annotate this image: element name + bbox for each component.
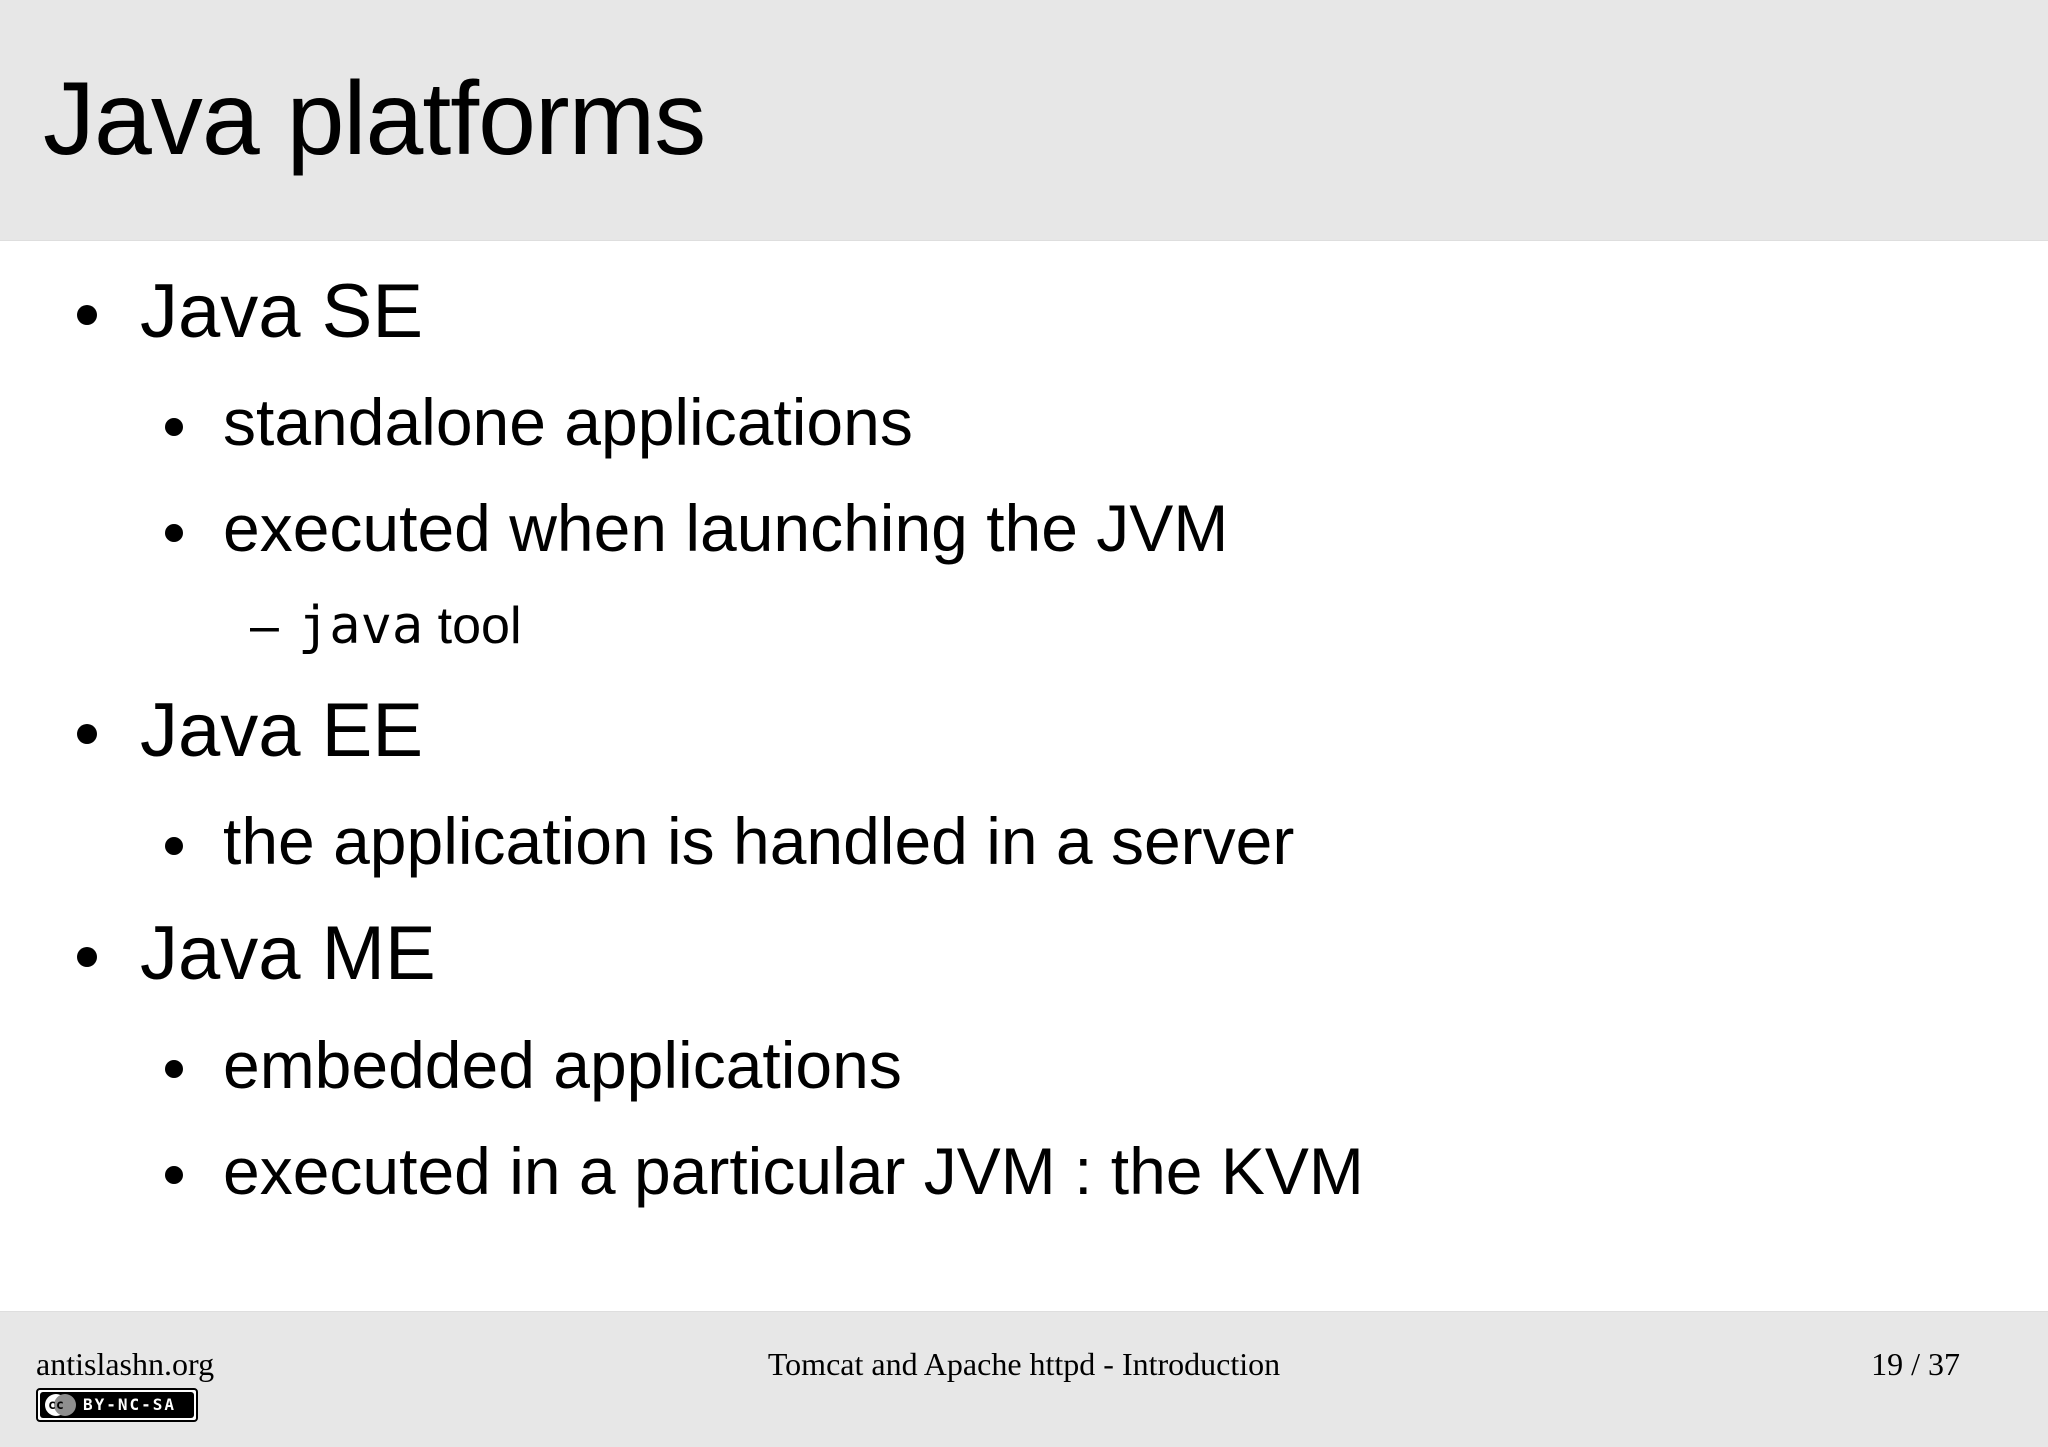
bullet-marker-icon [165, 804, 223, 880]
bullet-dot-icon [77, 305, 97, 326]
bullet-item: Java EE [0, 687, 2048, 774]
bullet-item: the application is handled in a server [0, 804, 2048, 880]
bullet-marker-icon [165, 1028, 223, 1104]
bullet-marker-icon [77, 910, 140, 997]
bullet-marker-icon [165, 385, 223, 461]
bullet-item: embedded applications [0, 1028, 2048, 1104]
slide-footer-band: antislashn.org Tomcat and Apache httpd -… [0, 1311, 2048, 1447]
bullet-dot-icon [77, 947, 97, 968]
bullet-text: executed when launching the JVM [223, 491, 1229, 566]
bullet-dot-icon [77, 724, 97, 745]
bullet-dot-icon [165, 836, 183, 855]
cc-logo-icon: cc [45, 1394, 76, 1416]
bullet-text: java tool [298, 596, 522, 657]
bullet-dot-icon [165, 523, 183, 542]
bullet-text: standalone applications [223, 385, 913, 460]
bullet-text: Java EE [140, 687, 424, 773]
bullet-marker-icon [165, 1134, 223, 1210]
cc-license-badge-inner: cc BY-NC-SA [40, 1392, 194, 1418]
bullet-dot-icon [165, 1059, 183, 1078]
bullet-item: Java SE [0, 268, 2048, 355]
bullet-text: Java SE [140, 269, 424, 354]
bullet-marker-icon [77, 268, 140, 355]
bullet-item: executed when launching the JVM [0, 491, 2048, 567]
bullet-item: Java ME [0, 910, 2048, 997]
bullet-text: executed in a particular JVM : the KVM [223, 1133, 1364, 1208]
footer-doc-title: Tomcat and Apache httpd - Introduction [767, 1346, 1281, 1382]
dash-marker-icon: – [250, 597, 279, 656]
bullet-list: Java SE standalone applications executed w… [0, 268, 2048, 1209]
bullet-text: Java ME [140, 911, 436, 997]
bullet-item: executed in a particular JVM : the KVM [0, 1134, 2048, 1210]
bullet-marker-icon [165, 491, 223, 567]
bullet-text: the application is handled in a server [223, 804, 1295, 879]
bullet-marker-icon [77, 687, 140, 774]
bullet-dot-icon [165, 417, 183, 436]
cc-license-label: BY-NC-SA [83, 1395, 177, 1414]
bullet-item: –java tool [0, 596, 2048, 657]
footer-page-number: 19 / 37 [1871, 1346, 1960, 1382]
bullet-item: standalone applications [0, 385, 2048, 461]
bullet-dot-icon [165, 1165, 183, 1184]
slide-header-band: Java platforms [0, 0, 2048, 241]
footer-site: antislashn.org [36, 1346, 215, 1382]
bullet-text: embedded applications [223, 1027, 902, 1102]
page-title: Java platforms [43, 61, 706, 178]
slide-body: Java SE standalone applications executed w… [0, 241, 2048, 1447]
cc-license-badge[interactable]: cc BY-NC-SA [36, 1388, 198, 1422]
